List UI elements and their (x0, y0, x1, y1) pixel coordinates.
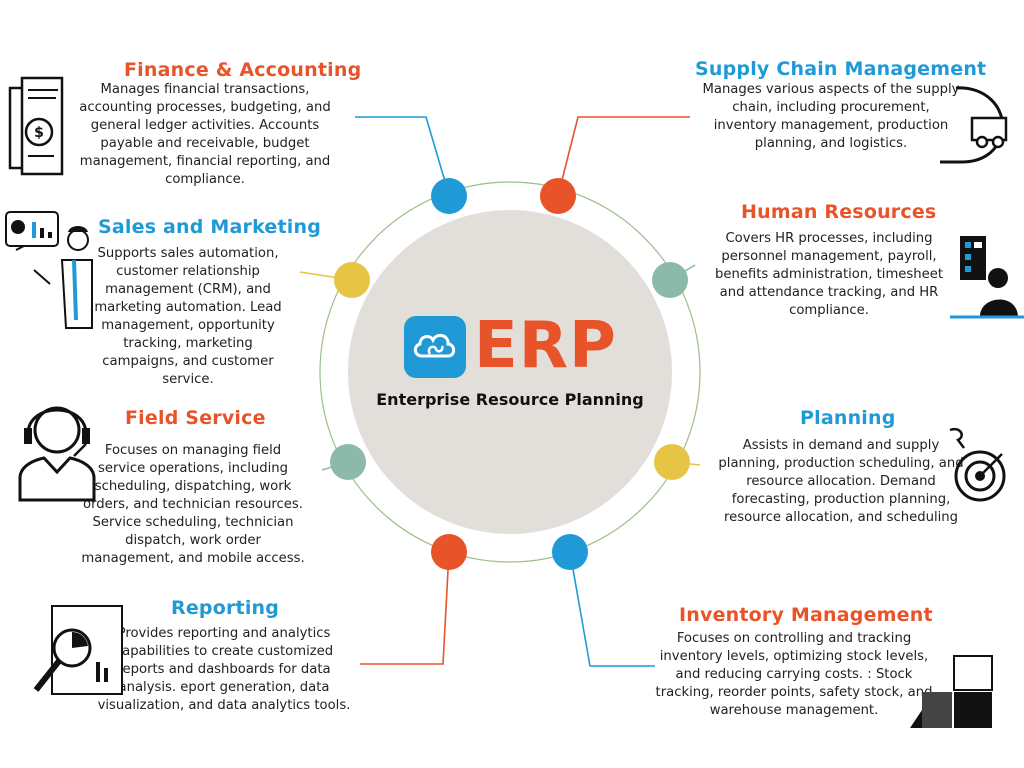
satellite-dots (330, 178, 690, 570)
field-service-description: Focuses on managing field service operat… (81, 443, 305, 566)
connector-supply-chain (557, 116, 690, 197)
finance-description: Manages financial transactions, accounti… (79, 82, 331, 187)
hr-person-icon (946, 216, 1024, 326)
dot-reporting (431, 534, 467, 570)
finance-document-icon: $ (6, 70, 70, 184)
cloud-logo-icon (404, 316, 466, 378)
supply-chain-heading: Supply Chain Management (695, 58, 987, 80)
inventory-heading: Inventory Management (679, 604, 933, 626)
supply-chain-description: Manages various aspects of the supply ch… (702, 82, 960, 151)
dot-finance (431, 178, 467, 214)
stacked-boxes-icon (908, 654, 994, 734)
outer-ring (319, 181, 701, 563)
target-goal-icon (940, 424, 1016, 520)
center-disc (348, 210, 672, 534)
headset-agent-icon (14, 390, 100, 506)
dot-sales (334, 262, 370, 298)
hr-heading: Human Resources (741, 201, 937, 223)
dot-supply-chain (540, 178, 576, 214)
connector-inventory (569, 551, 655, 667)
delivery-truck-icon (934, 82, 1010, 170)
connector-reporting (360, 551, 450, 665)
hr-description: Covers HR processes, including personnel… (714, 231, 944, 318)
reporting-heading: Reporting (171, 597, 280, 619)
svg-text:$: $ (34, 125, 44, 141)
dot-planning (654, 444, 690, 480)
erp-subtitle: Enterprise Resource Planning (376, 390, 644, 409)
erp-title: ERP (474, 309, 617, 383)
dot-hr (652, 262, 688, 298)
planning-description: Assists in demand and supply planning, p… (718, 438, 964, 525)
report-magnifier-icon (30, 602, 124, 702)
presenter-chart-icon (4, 210, 94, 334)
planning-heading: Planning (800, 407, 896, 429)
sales-description: Supports sales automation, customer rela… (94, 246, 282, 387)
reporting-description: Provides reporting and analytics capabil… (97, 626, 351, 713)
sales-heading: Sales and Marketing (98, 216, 322, 238)
dot-inventory (552, 534, 588, 570)
finance-heading: Finance & Accounting (124, 59, 362, 81)
connector-finance (355, 116, 450, 196)
dot-field (330, 444, 366, 480)
inventory-description: Focuses on controlling and tracking inve… (655, 631, 933, 718)
field-service-heading: Field Service (125, 407, 266, 429)
